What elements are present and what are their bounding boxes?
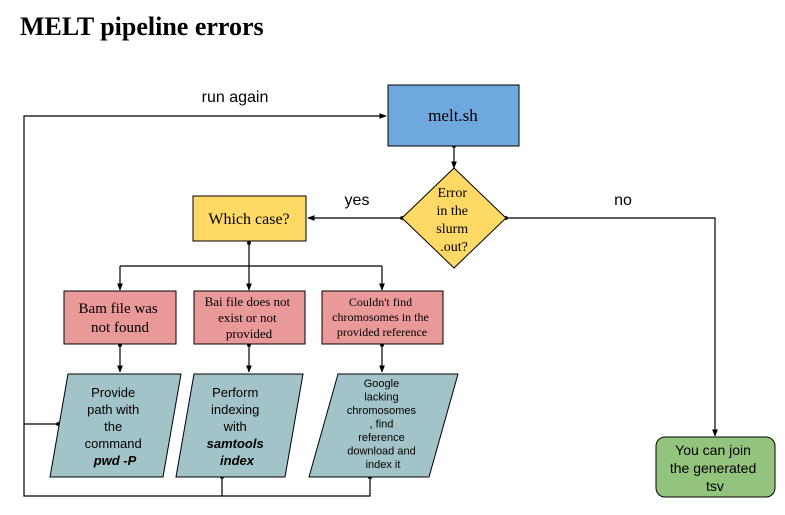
edge-decision-no — [504, 216, 718, 437]
page-title: MELT pipeline errors — [20, 12, 264, 41]
action-bai-line: Perform — [212, 385, 258, 400]
case-bai-line: provided — [226, 326, 273, 341]
node-decision: Error in the slurm .out? — [401, 167, 507, 269]
svg-text:Bam file was not found: Bam file was not found — [79, 301, 162, 336]
svg-text:Google lacking: Google lacking chromosomes , find refere… — [347, 378, 419, 471]
decision-line: in the — [437, 204, 469, 219]
action-bai-command: index — [220, 453, 255, 468]
node-melt-sh: melt.sh — [387, 84, 520, 147]
action-chrom-line: chromosomes — [347, 405, 417, 417]
action-bam-line: command — [85, 436, 142, 451]
decision-line: slurm — [436, 222, 468, 237]
case-bai-line: Bai file does not — [205, 294, 291, 309]
result-line: You can join — [675, 442, 751, 458]
action-chrom-line: reference — [358, 432, 404, 444]
svg-text:Provide path with: Provide path with the command pwd -P — [85, 385, 146, 468]
node-case-bai: Bai file does not exist or not provided — [193, 290, 306, 345]
decision-line: Error — [437, 186, 467, 201]
svg-text:You can join the gener: You can join the generated tsv — [670, 442, 760, 494]
edge-run-again-loop — [23, 113, 387, 497]
action-chrom-line: index it — [366, 459, 401, 471]
label-run-again: run again — [202, 89, 269, 106]
node-action-bam: Provide path with the command pwd -P — [49, 373, 182, 478]
case-chrom-line: Couldn't find — [349, 295, 412, 309]
node-case-chrom: Couldn't find chromosomes in the provide… — [321, 290, 444, 345]
case-chrom-line: chromosomes in the — [332, 310, 429, 324]
action-chrom-line: lacking — [364, 392, 398, 404]
decision-line: .out? — [440, 240, 468, 255]
node-case-bam: Bam file was not found — [63, 290, 177, 345]
node-action-bai: Perform indexing with samtools index — [175, 373, 304, 478]
node-action-chrom: Google lacking chromosomes , find refere… — [308, 373, 459, 478]
action-bam-line: the — [104, 419, 122, 434]
action-bam-line: path with — [87, 402, 139, 417]
case-chrom-line: provided reference — [337, 325, 427, 339]
action-chrom-line: Google — [364, 378, 399, 390]
result-line: the generated — [670, 460, 756, 476]
action-bai-line: with — [223, 419, 247, 434]
result-line: tsv — [706, 478, 724, 494]
label-yes: yes — [345, 192, 370, 209]
svg-text:Bai file does not exis: Bai file does not exist or not provided — [205, 294, 294, 341]
action-chrom-line: , find — [370, 419, 394, 431]
node-which-case-label: Which case? — [208, 211, 289, 228]
action-chrom-line: download and — [347, 446, 416, 458]
node-which-case: Which case? — [192, 195, 307, 242]
node-melt-sh-label: melt.sh — [428, 106, 478, 125]
action-bai-line: indexing — [211, 402, 259, 417]
case-bam-line: Bam file was — [79, 301, 158, 317]
case-bai-line: exist or not — [218, 310, 277, 325]
node-result: You can join the generated tsv — [655, 436, 776, 498]
svg-text:Couldn't find chromoso: Couldn't find chromosomes in the provide… — [332, 295, 432, 339]
case-bam-line: not found — [91, 320, 149, 336]
action-bam-command: pwd -P — [93, 453, 137, 468]
svg-text:Perform indexing: Perform indexing with samtools index — [207, 385, 268, 468]
action-bai-command: samtools — [207, 436, 264, 451]
label-no: no — [614, 192, 632, 209]
action-bam-line: Provide — [91, 385, 135, 400]
svg-text:Error in the s: Error in the slurm .out? — [436, 186, 471, 255]
